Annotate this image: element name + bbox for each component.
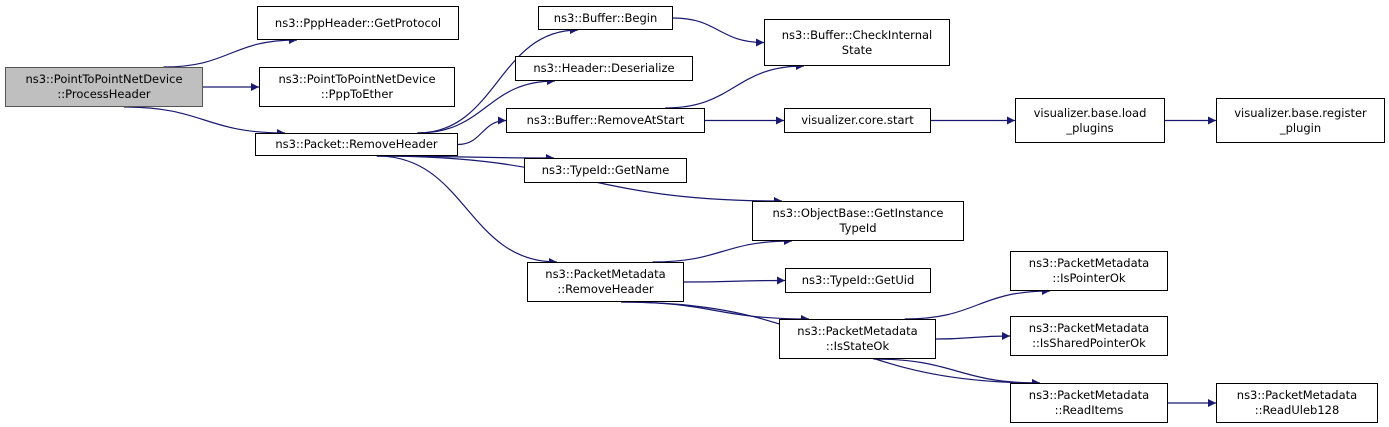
node-visualizer-core-start[interactable]: visualizer.core.start [784, 108, 931, 133]
node-label: ns3::Packet::RemoveHeader [275, 137, 438, 151]
node-label: visualizer.core.start [801, 113, 914, 127]
node-label: visualizer.base.register [1234, 105, 1367, 120]
node-label: ns3::PointToPointNetDevice [278, 72, 436, 86]
node-header-deserialize[interactable]: ns3::Header::Deserialize [515, 56, 693, 81]
node-label: ns3::PacketMetadata [797, 324, 918, 338]
edge-isstateok-to-ispointerok [904, 287, 1051, 320]
node-isstateok[interactable]: ns3::PacketMetadata::IsStateOk [779, 319, 936, 359]
node-packet-removeheader[interactable]: ns3::Packet::RemoveHeader [255, 133, 458, 156]
node-typeid-getname[interactable]: ns3::TypeId::GetName [524, 158, 687, 183]
node-label: ::ProcessHeader [57, 87, 151, 101]
node-label: ::IsPointerOk [1052, 271, 1126, 285]
node-ppptoether[interactable]: ns3::PointToPointNetDevice::PppToEther [259, 67, 455, 107]
edge-metadata-removeheader-to-typeid-getuid [683, 276, 786, 285]
node-label: ::ReadItems [1054, 403, 1124, 417]
edge-processheader-to-getprotocol [163, 36, 298, 68]
node-label: ns3::Header::Deserialize [533, 61, 675, 75]
node-metadata-removeheader[interactable]: ns3::PacketMetadata::RemoveHeader [527, 262, 684, 302]
node-label: ::IsStateOk [825, 339, 890, 353]
node-visualizer-load-plugins[interactable]: visualizer.base.load_plugins [1015, 98, 1165, 143]
edge-buffer-removeatstart-to-buffer-checkinternalstate [665, 62, 805, 109]
node-ispointerok[interactable]: ns3::PacketMetadata::IsPointerOk [1010, 251, 1168, 291]
node-processheader[interactable]: ns3::PointToPointNetDevice::ProcessHeade… [5, 67, 203, 107]
node-label: ns3::TypeId::GetUid [801, 273, 915, 287]
edge-processheader-to-packet-removeheader [123, 106, 286, 137]
node-label: ::RemoveHeader [557, 282, 654, 296]
node-label: visualizer.base.load [1033, 105, 1147, 120]
node-readitems[interactable]: ns3::PacketMetadata::ReadItems [1010, 383, 1168, 423]
node-label: ns3::Buffer::RemoveAtStart [526, 113, 685, 127]
node-label: ns3::PacketMetadata [1236, 388, 1358, 402]
edge-isstateok-to-readitems [873, 358, 1041, 387]
node-buffer-begin[interactable]: ns3::Buffer::Begin [538, 6, 673, 30]
node-label: ns3::Buffer::CheckInternal [781, 27, 933, 42]
edge-packet-removeheader-to-header-deserialize [417, 77, 556, 134]
edge-buffer-begin-to-buffer-checkinternalstate [672, 17, 765, 47]
node-label: ::ReadUleb128 [1254, 403, 1340, 417]
node-label: TypeId [839, 221, 877, 235]
node-label: ns3::PacketMetadata [1028, 256, 1150, 270]
edge-packet-removeheader-to-buffer-begin [417, 26, 579, 134]
node-getprotocol[interactable]: ns3::PppHeader::GetProtocol [257, 6, 459, 40]
node-visualizer-register-plugin[interactable]: visualizer.base.register_plugin [1216, 98, 1385, 143]
node-label: State [841, 42, 873, 57]
node-label: _plugin [1279, 120, 1322, 135]
node-issharedpointerok[interactable]: ns3::PacketMetadata::IsSharedPointerOk [1010, 316, 1168, 356]
node-label: _plugins [1066, 120, 1114, 135]
node-buffer-removeatstart[interactable]: ns3::Buffer::RemoveAtStart [506, 108, 705, 133]
edge-isstateok-to-issharedpointerok [935, 332, 1011, 341]
node-label: ns3::TypeId::GetName [541, 163, 670, 177]
node-readuleb128[interactable]: ns3::PacketMetadata::ReadUleb128 [1216, 383, 1378, 423]
node-label: ns3::PacketMetadata [545, 267, 666, 281]
node-label: ns3::PacketMetadata [1028, 321, 1150, 335]
node-label: ns3::Buffer::Begin [553, 10, 658, 25]
node-label: ::IsSharedPointerOk [1032, 336, 1146, 350]
node-label: ns3::PointToPointNetDevice [25, 72, 183, 86]
node-label: ns3::ObjectBase::GetInstance [772, 206, 944, 220]
edge-packet-removeheader-to-buffer-removeatstart [457, 116, 507, 146]
node-label: ns3::PacketMetadata [1028, 388, 1150, 402]
edge-metadata-removeheader-to-getinstancetypeid [652, 237, 793, 263]
edge-packet-removeheader-to-metadata-removeheader [376, 155, 558, 266]
edge-metadata-removeheader-to-isstateok [621, 301, 810, 323]
node-typeid-getuid[interactable]: ns3::TypeId::GetUid [785, 268, 931, 293]
node-label: ::PppToEther [320, 87, 394, 101]
node-label: ns3::PppHeader::GetProtocol [274, 15, 442, 30]
